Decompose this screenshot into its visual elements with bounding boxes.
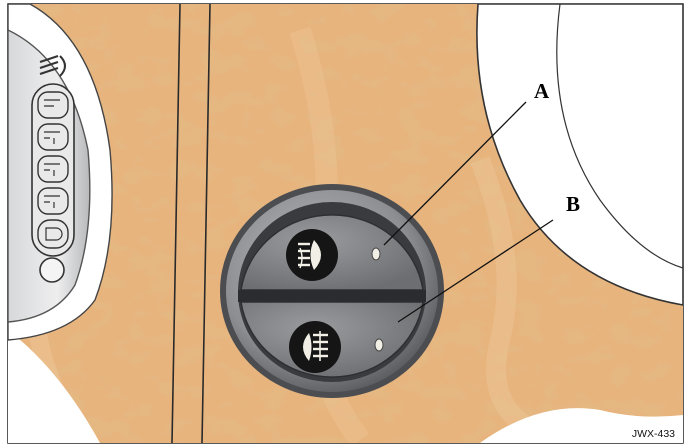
front-fog-light-icon [286,229,338,281]
callout-a-label: A [534,79,550,103]
leveling-positions-strip [32,84,74,256]
button-divider [238,290,426,302]
rear-fog-indicator-lamp [375,339,383,351]
callout-b-label: B [566,192,580,216]
front-fog-indicator-lamp [372,248,380,260]
rear-fog-light-icon [289,321,341,373]
leveling-reset-knob [40,258,64,282]
fog-light-switch [220,184,444,398]
reference-code: JWX-433 [632,428,675,440]
